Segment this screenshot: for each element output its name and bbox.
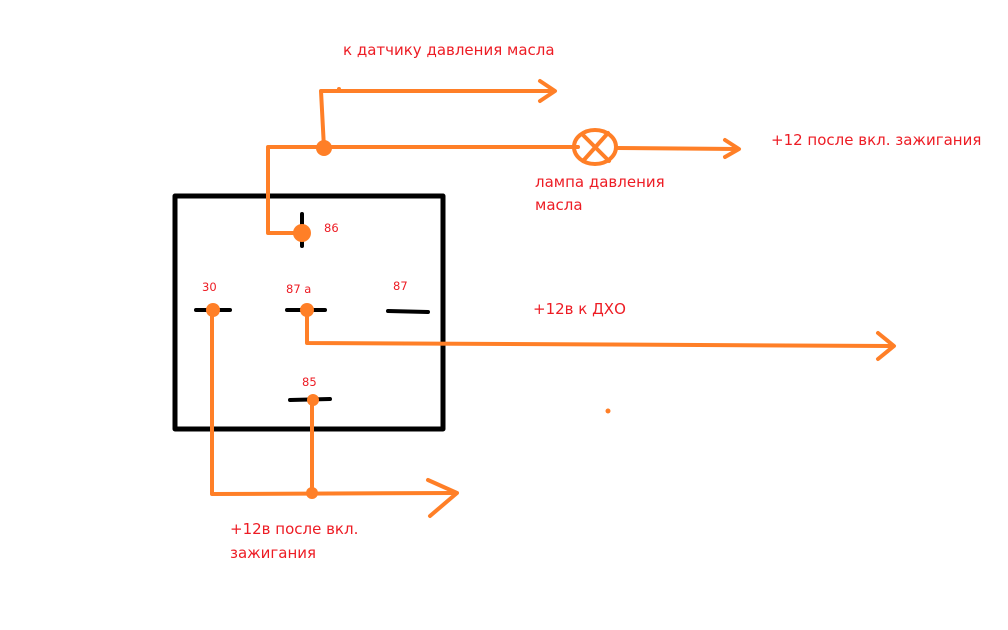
arrow-right-icon — [876, 331, 896, 361]
label-lamp-line1: лампа давления — [535, 173, 665, 191]
label-ignition-bottom-line2: зажигания — [230, 544, 317, 562]
pin-label-30: 30 — [202, 280, 217, 294]
junction-dot — [316, 140, 332, 156]
pin-label-87: 87 — [393, 279, 408, 293]
label-drl: +12в к ДХО — [533, 300, 626, 318]
arrow-right-icon — [426, 478, 459, 518]
junction-dot — [293, 224, 311, 242]
label-lamp-line2: масла — [535, 196, 583, 214]
wire-pin-87a-drl — [305, 308, 895, 348]
pin-label-87a: 87 a — [286, 282, 312, 296]
label-oil-sensor: к датчику давления масла — [343, 41, 555, 59]
label-ignition-bottom-line1: +12в после вкл. — [230, 520, 359, 538]
pin-87-bar — [386, 309, 430, 314]
pin-label-86: 86 — [324, 221, 339, 235]
label-ignition-top: +12 после вкл. зажигания — [771, 131, 982, 149]
junctions — [206, 87, 611, 499]
stray-dot — [605, 408, 611, 414]
stray-dot — [337, 87, 341, 91]
wire-pin-86 — [266, 145, 580, 235]
wire-pin-30 — [210, 308, 457, 496]
pin-label-85: 85 — [302, 375, 317, 389]
wire-oil-sensor — [319, 89, 555, 150]
arrow-right-icon — [723, 138, 741, 159]
lamp-icon — [572, 128, 618, 166]
junction-dot — [306, 487, 318, 499]
relay-body — [172, 193, 446, 432]
wire-lamp-ignition — [615, 146, 740, 151]
junction-dot — [307, 394, 319, 406]
junction-dot — [300, 303, 314, 317]
arrow-right-icon — [538, 79, 557, 103]
junction-dot — [206, 303, 220, 317]
